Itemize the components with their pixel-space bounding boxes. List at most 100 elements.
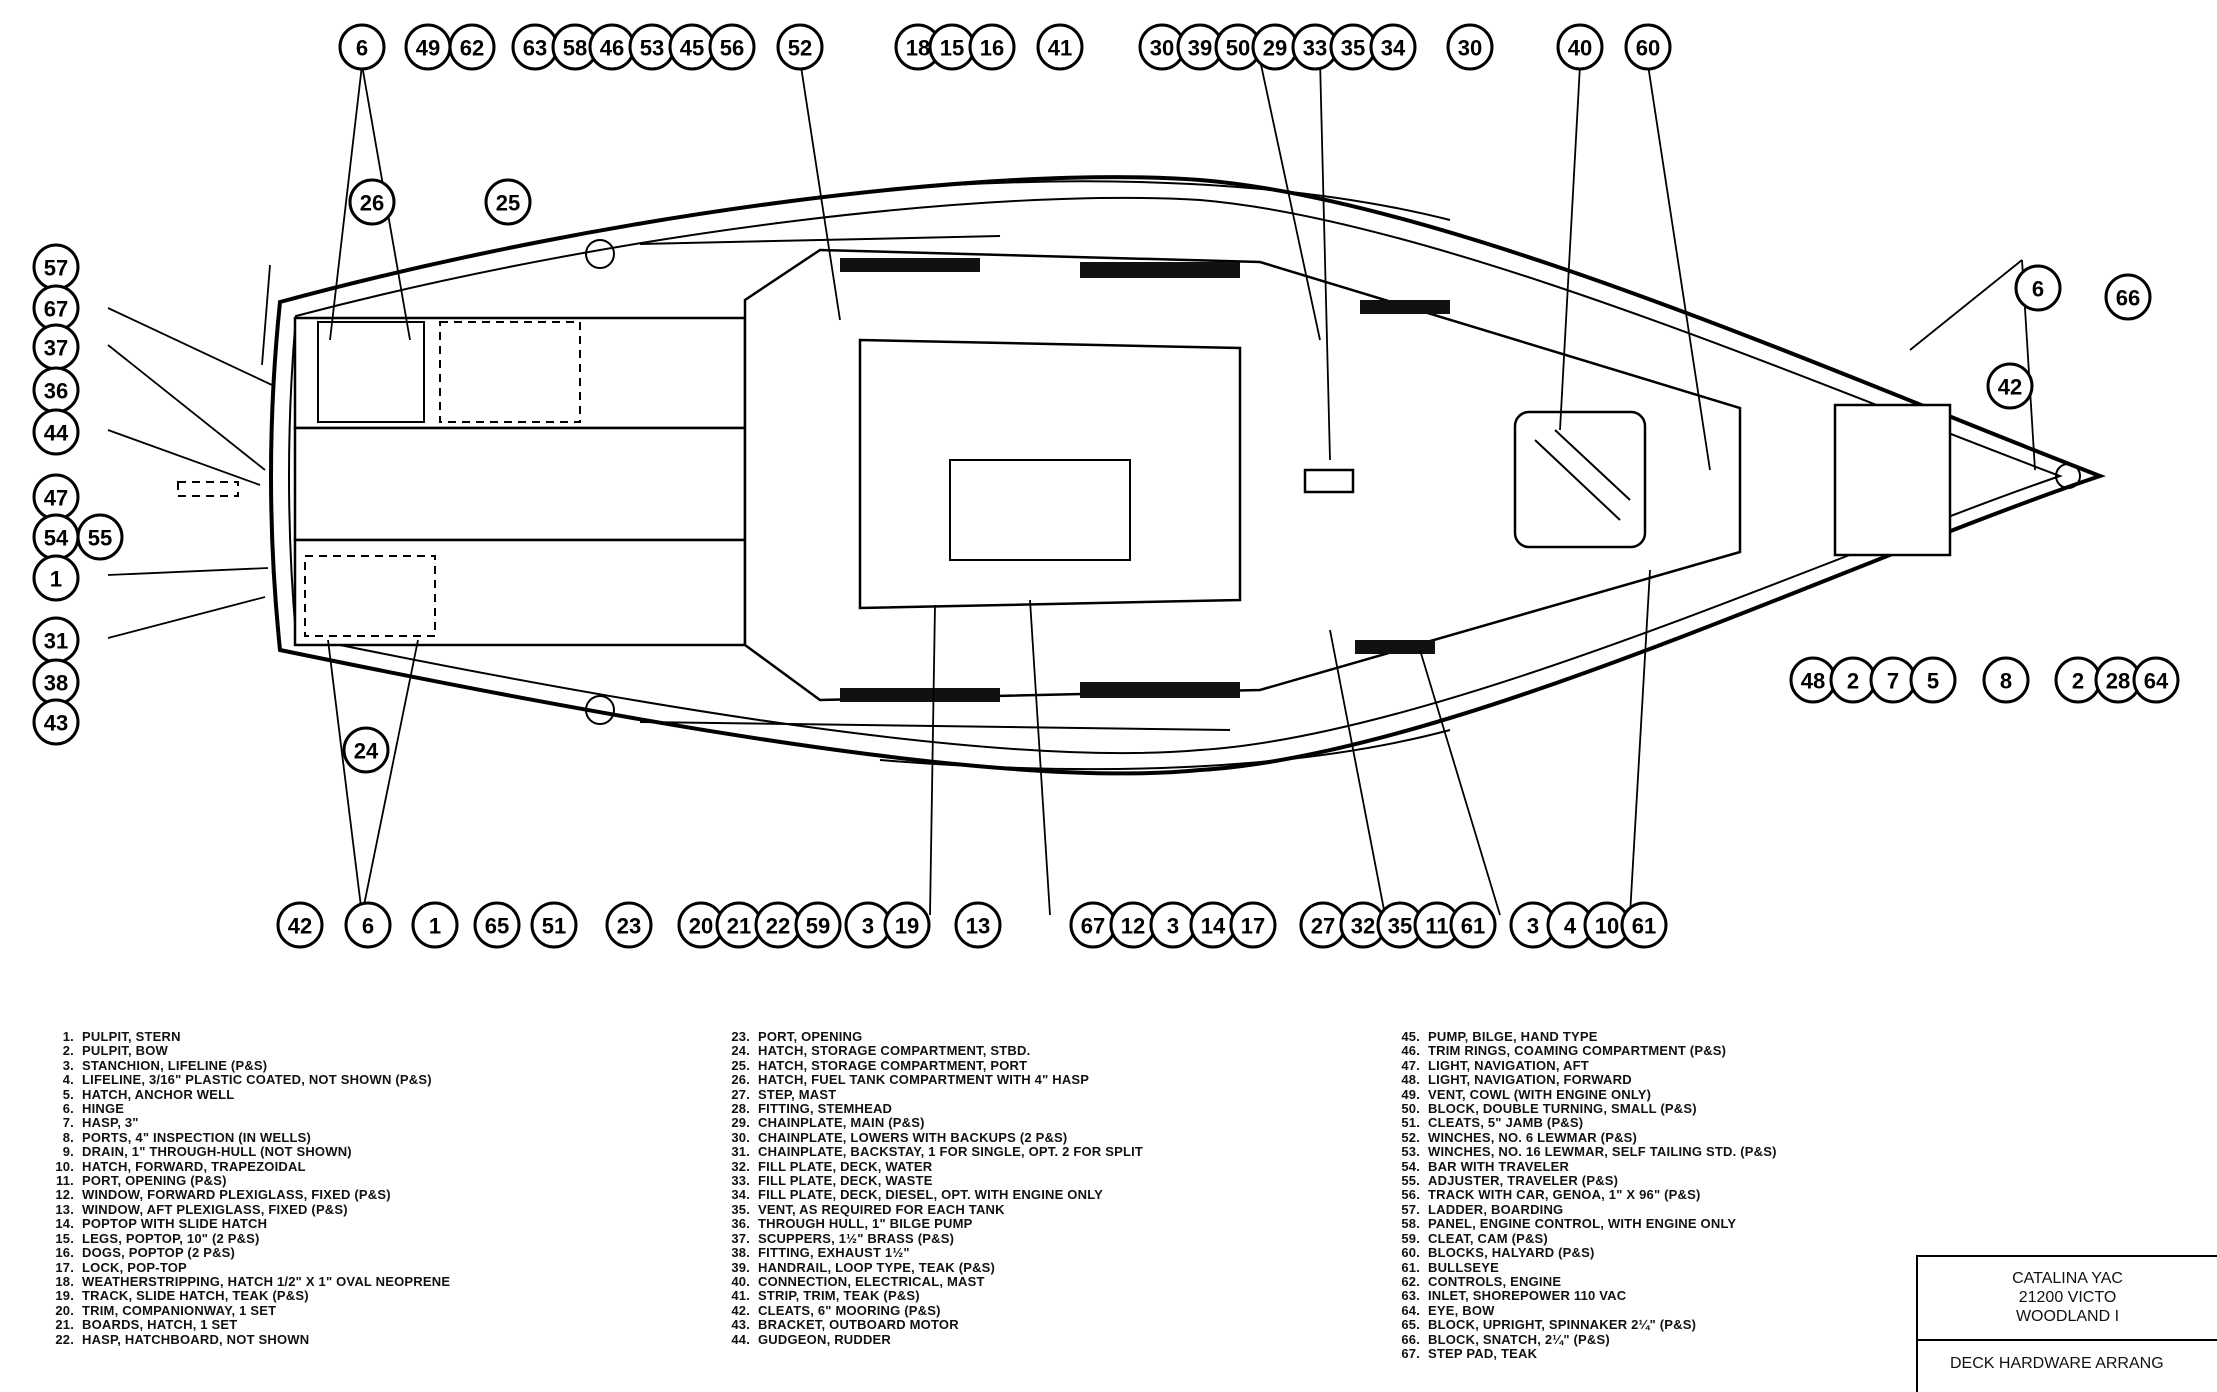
legend-item: 12.WINDOW, FORWARD PLEXIGLASS, FIXED (P&… bbox=[48, 1188, 450, 1203]
window-fwd-stbd bbox=[1080, 682, 1240, 698]
legend-text: PORT, OPENING (P&S) bbox=[82, 1173, 227, 1189]
stemhead bbox=[2055, 463, 2081, 489]
legend-number: 58. bbox=[1401, 1216, 1420, 1232]
legend-number: 27. bbox=[731, 1086, 750, 1102]
legend-item: 41.STRIP, TRIM, TEAK (P&S) bbox=[724, 1288, 1143, 1304]
company-address: 21200 VICTO bbox=[2018, 1289, 2117, 1306]
callout-callouts-top-23: 60 bbox=[1624, 23, 1672, 71]
legend-text: HATCH, FORWARD, TRAPEZOIDAL bbox=[82, 1158, 306, 1174]
legend-text: BLOCK, SNATCH, 2¼" (P&S) bbox=[1428, 1331, 1610, 1347]
svg-text:61: 61 bbox=[1461, 914, 1485, 939]
legend-number: 15. bbox=[55, 1230, 74, 1246]
legend-item: 47.LIGHT, NAVIGATION, AFT bbox=[1394, 1058, 1777, 1073]
window-aft-port bbox=[840, 258, 980, 272]
legend-item: 5.HATCH, ANCHOR WELL bbox=[48, 1087, 450, 1102]
legend-number: 21. bbox=[55, 1317, 74, 1333]
legend-item: 34.FILL PLATE, DECK, DIESEL, OPT. WITH E… bbox=[724, 1188, 1143, 1203]
company-city: WOODLAND I bbox=[2015, 1308, 2120, 1325]
svg-text:54: 54 bbox=[44, 526, 69, 551]
legend-text: CLEAT, CAM (P&S) bbox=[1428, 1230, 1548, 1246]
window-aft-stbd bbox=[840, 688, 1000, 702]
legend-text: HANDRAIL, LOOP TYPE, TEAK (P&S) bbox=[758, 1259, 996, 1275]
legend-text: STEP PAD, TEAK bbox=[1428, 1345, 1538, 1361]
legend-number: 16. bbox=[55, 1245, 74, 1261]
legend-text: LOCK, POP-TOP bbox=[82, 1259, 187, 1275]
svg-text:6: 6 bbox=[362, 914, 374, 939]
svg-text:59: 59 bbox=[806, 914, 830, 939]
callout-callouts-top-14: 30 bbox=[1138, 23, 1186, 71]
legend-text: CHAINPLATE, MAIN (P&S) bbox=[758, 1115, 925, 1131]
legend-number: 24. bbox=[731, 1043, 750, 1059]
callout-callouts-top-7: 45 bbox=[668, 23, 716, 71]
mast-step bbox=[1303, 468, 1355, 494]
legend-item: 17.LOCK, POP-TOP bbox=[48, 1259, 450, 1275]
legend-item: 62.CONTROLS, ENGINE bbox=[1394, 1274, 1777, 1289]
legend-number: 4. bbox=[62, 1072, 74, 1088]
callout-callouts-left-0: 57 bbox=[32, 243, 80, 291]
svg-text:67: 67 bbox=[1081, 914, 1105, 939]
legend-number: 59. bbox=[1401, 1230, 1420, 1246]
legend-number: 41. bbox=[731, 1288, 750, 1304]
svg-text:58: 58 bbox=[563, 36, 587, 61]
callout-callouts-top-8: 56 bbox=[708, 23, 756, 71]
callout-callouts-left-1: 67 bbox=[32, 284, 80, 332]
legend-number: 9. bbox=[62, 1144, 74, 1160]
legend-text: LIGHT, NAVIGATION, FORWARD bbox=[1428, 1072, 1632, 1088]
svg-text:60: 60 bbox=[1636, 36, 1660, 61]
legend-item: 38.FITTING, EXHAUST 1½" bbox=[724, 1245, 1143, 1261]
legend-text: DRAIN, 1" THROUGH-HULL (NOT SHOWN) bbox=[82, 1144, 352, 1160]
legend-item: 44.GUDGEON, RUDDER bbox=[724, 1332, 1143, 1347]
callout-callouts-top-20: 34 bbox=[1369, 23, 1417, 71]
legend-number: 25. bbox=[731, 1057, 750, 1073]
drawing-title: DECK HARDWARE ARRANG bbox=[1950, 1355, 2164, 1372]
legend-text: FILL PLATE, DECK, WASTE bbox=[758, 1173, 933, 1189]
svg-text:63: 63 bbox=[523, 36, 547, 61]
legend-item: 48.LIGHT, NAVIGATION, FORWARD bbox=[1394, 1072, 1777, 1088]
legend-item: 29.CHAINPLATE, MAIN (P&S) bbox=[724, 1115, 1143, 1131]
legend-number: 30. bbox=[731, 1129, 750, 1145]
callout-callouts-left-8: 1 bbox=[32, 554, 80, 602]
legend-text: CONNECTION, ELECTRICAL, MAST bbox=[758, 1273, 985, 1289]
legend-number: 6. bbox=[62, 1101, 74, 1117]
callout-callouts-left-9: 31 bbox=[32, 616, 80, 664]
legend-item: 39.HANDRAIL, LOOP TYPE, TEAK (P&S) bbox=[724, 1259, 1143, 1275]
leader-lines bbox=[107, 59, 2036, 916]
svg-text:5: 5 bbox=[1927, 669, 1939, 694]
svg-text:62: 62 bbox=[460, 36, 484, 61]
callout-callouts-bottom-18: 27 bbox=[1299, 901, 1347, 949]
legend-item: 4.LIFELINE, 3/16" PLASTIC COATED, NOT SH… bbox=[48, 1072, 450, 1088]
legend-text: HATCH, STORAGE COMPARTMENT, PORT bbox=[758, 1057, 1028, 1073]
legend-text: DOGS, POPTOP (2 P&S) bbox=[82, 1245, 236, 1261]
callout-callouts-top-0: 6 bbox=[338, 23, 386, 71]
legend-text: PANEL, ENGINE CONTROL, WITH ENGINE ONLY bbox=[1428, 1216, 1737, 1232]
svg-text:35: 35 bbox=[1341, 36, 1365, 61]
callout-callouts-top-21: 30 bbox=[1446, 23, 1494, 71]
legend-item: 58. PANEL, ENGINE CONTROL, WITH ENGINE ON… bbox=[1394, 1216, 1777, 1232]
svg-text:52: 52 bbox=[788, 36, 812, 61]
svg-text:36: 36 bbox=[44, 379, 68, 404]
legend-text: HASP, 3" bbox=[82, 1115, 139, 1131]
legend-item: 7.HASP, 3" bbox=[48, 1115, 450, 1131]
legend-number: 38. bbox=[731, 1245, 750, 1261]
svg-text:30: 30 bbox=[1150, 36, 1174, 61]
callout-callouts-left-5: 47 bbox=[32, 473, 80, 521]
callout-callouts-left-11: 43 bbox=[32, 698, 80, 746]
legend-text: PUMP, BILGE, HAND TYPE bbox=[1428, 1029, 1598, 1044]
legend-item: 56.TRACK WITH CAR, GENOA, 1" x 96" (P&S) bbox=[1394, 1188, 1777, 1203]
callout-callouts-top-3: 63 bbox=[511, 23, 559, 71]
callout-callouts-left-6: 54 bbox=[32, 513, 80, 561]
callout-callouts-top-11: 15 bbox=[928, 23, 976, 71]
legend-item: 60.BLOCKS, HALYARD (P&S) bbox=[1394, 1245, 1777, 1260]
legend-item: 13.WINDOW, AFT PLEXIGLASS, FIXED (P&S) bbox=[48, 1202, 450, 1217]
legend-item: 30.CHAINPLATE, LOWERS WITH BACKUPS (2 P&… bbox=[724, 1129, 1143, 1145]
legend-item: 23.PORT, OPENING bbox=[724, 1029, 1143, 1044]
callout-callouts-left-10: 38 bbox=[32, 658, 80, 706]
legend-item: 40.CONNECTION, ELECTRICAL, MAST bbox=[724, 1273, 1143, 1289]
legend-item: 43.BRACKET, OUTBOARD MOTOR bbox=[724, 1317, 1143, 1332]
hatch-glare-2 bbox=[1554, 429, 1631, 501]
callout-callouts-bottom-19: 32 bbox=[1339, 901, 1387, 949]
svg-text:46: 46 bbox=[600, 36, 624, 61]
toe-rail-stbd bbox=[879, 729, 1451, 771]
